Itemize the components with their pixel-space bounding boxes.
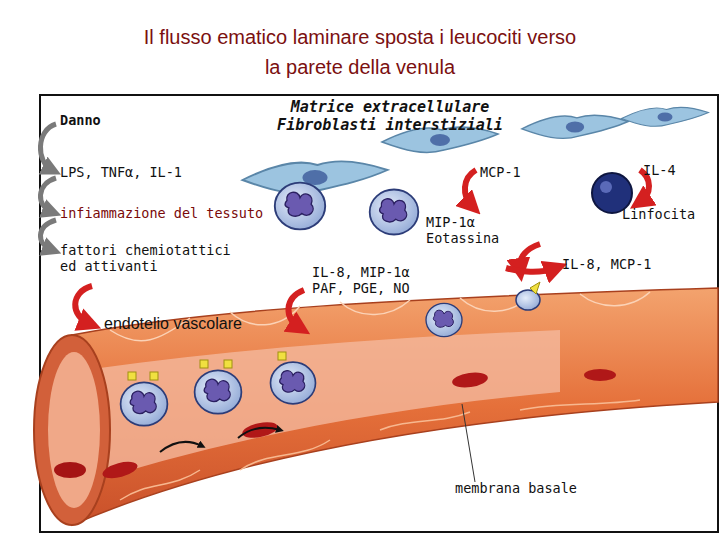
leader-line (462, 404, 475, 482)
cascade-arrow (40, 220, 56, 250)
red-blood-cell (584, 369, 616, 381)
leukocyte (271, 362, 316, 404)
cascade-arrow (40, 178, 56, 212)
red-blood-cell (451, 371, 489, 390)
mediator-label: MCP-1 (480, 164, 560, 180)
step-label: infiammazione del tessuto (60, 205, 275, 221)
red-blood-cell (101, 459, 139, 482)
signal-arrow (520, 244, 540, 270)
fibroblast (522, 115, 628, 138)
leukocyte (275, 183, 325, 230)
red-blood-cell (54, 462, 86, 478)
mediator-label: LPS, TNFα, IL-1 (60, 164, 260, 180)
structure-label: endotelio vascolare (104, 314, 294, 333)
vessel-opening (34, 335, 110, 525)
signal-arrow (288, 290, 304, 328)
mediator-label: IL-4 (643, 162, 703, 178)
signal-arrow (506, 268, 556, 272)
receptor (200, 360, 208, 368)
step-label: fattori chemiotattici ed attivanti (60, 242, 240, 274)
receptor (224, 360, 232, 368)
vessel-wall (72, 288, 718, 525)
cell-label: Linfocita (622, 206, 712, 222)
cause-label: Danno (60, 112, 180, 128)
receptor (278, 352, 286, 360)
lymphocyte-highlight (600, 181, 612, 193)
rolling-leukocytes (121, 282, 540, 452)
cascade-arrows (40, 124, 56, 250)
receptor (128, 372, 136, 380)
receptor (150, 372, 158, 380)
red-blood-cell (241, 419, 279, 440)
leukocyte (121, 382, 168, 425)
cascade-arrow (40, 124, 56, 170)
leukocyte (195, 370, 242, 413)
signal-arrow (465, 170, 476, 206)
tissue-label: Matrice extracellulare Fibroblasti inter… (265, 98, 515, 134)
signal-arrow (75, 286, 92, 324)
fibroblast (622, 107, 709, 126)
frame (40, 95, 718, 532)
vessel-opening-lumen (48, 352, 100, 508)
rolling-arrow (238, 428, 280, 438)
leukocyte (370, 190, 419, 235)
title: Il flusso ematico laminare sposta i leuc… (135, 22, 585, 82)
venule (34, 288, 718, 525)
rolling-arrow (160, 442, 202, 452)
structure-label: membrana basale (455, 480, 635, 496)
receptor (530, 282, 540, 294)
mediator-label: IL-8, MIP-1α PAF, PGE, NO (312, 264, 422, 296)
mediator-label: IL-8, MCP-1 (562, 256, 682, 272)
mediator-label: MIP-1α Eotassina (426, 214, 506, 246)
vessel-lumen (72, 330, 560, 488)
transmigrating-leukocyte (426, 303, 462, 336)
endothelial-lines (120, 400, 640, 500)
